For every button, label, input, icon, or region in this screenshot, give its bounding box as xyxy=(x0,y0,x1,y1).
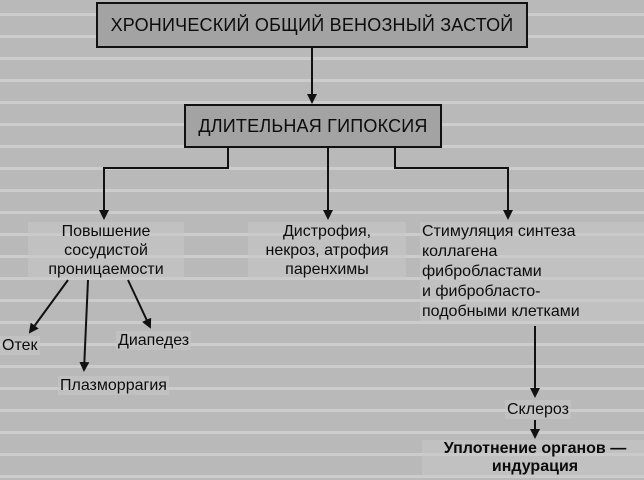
node-vascular-permeability: Повышение сосудистой проницаемости xyxy=(28,222,184,279)
arrow-hypoxia-to-permeability xyxy=(99,148,229,220)
node-sclerosis: Склероз xyxy=(505,400,571,419)
node-parenchyma-dystrophy: Дистрофия, некроз, атрофия паренхимы xyxy=(248,222,406,279)
node-hypoxia-label: ДЛИТЕЛЬНАЯ ГИПОКСИЯ xyxy=(198,115,428,136)
node-plasmorrhagia: Плазморрагия xyxy=(58,376,169,395)
node-diapedesis: Диапедез xyxy=(116,331,192,350)
arrow-hypoxia-to-stimulation xyxy=(394,148,513,220)
node-chronic-label: ХРОНИЧЕСКИЙ ОБЩИЙ ВЕНОЗНЫЙ ЗАСТОЙ xyxy=(110,14,514,35)
node-edema: Отек xyxy=(0,336,40,355)
arrow-permeability-to-plasmorrhagia xyxy=(79,279,90,372)
node-prolonged-hypoxia: ДЛИТЕЛЬНАЯ ГИПОКСИЯ xyxy=(184,104,442,148)
node-induration: Уплотнение органов — индурация xyxy=(422,440,644,476)
node-chronic-venous-congestion: ХРОНИЧЕСКИЙ ОБЩИЙ ВЕНОЗНЫЙ ЗАСТОЙ xyxy=(96,2,528,48)
arrow-permeability-to-diapedesis xyxy=(127,279,152,329)
arrow-permeability-to-edema xyxy=(28,279,69,334)
node-collagen-synthesis: Стимуляция синтеза коллагена фибробласта… xyxy=(420,222,644,322)
